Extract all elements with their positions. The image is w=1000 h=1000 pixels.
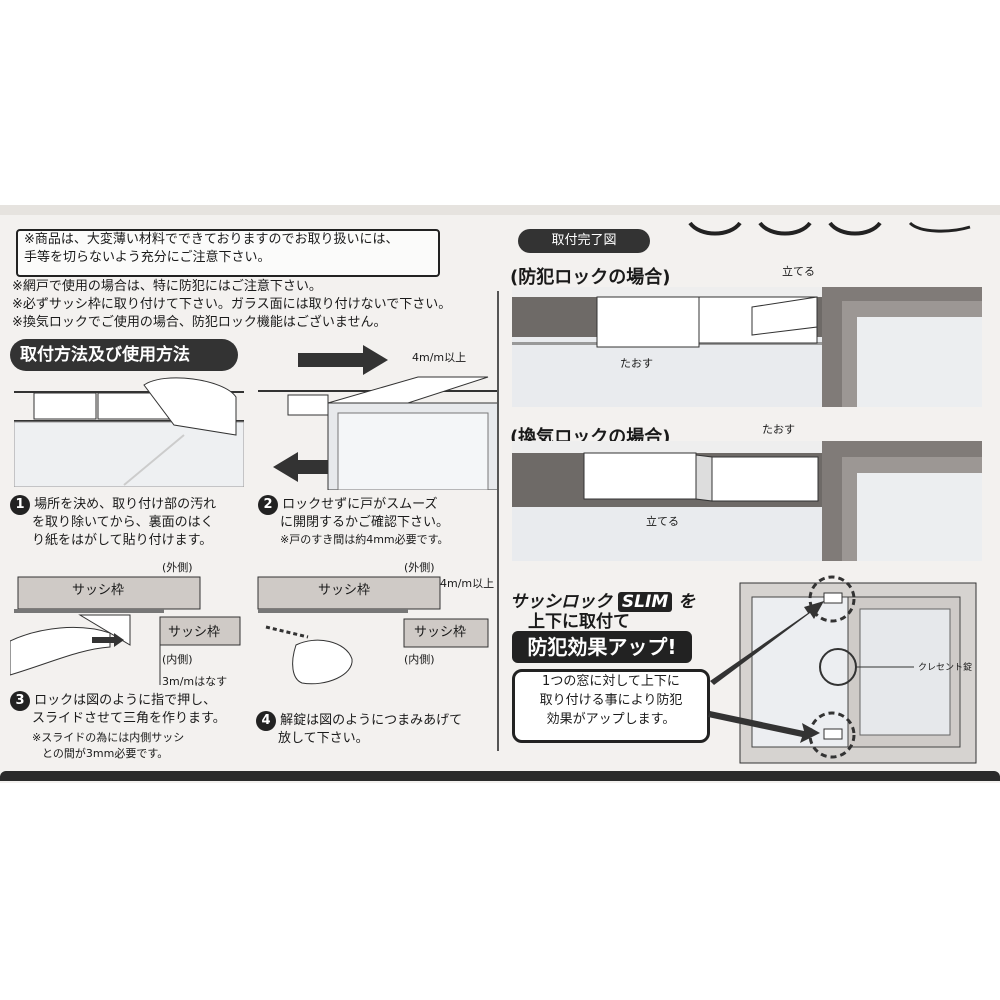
instruction-sheet: ※商品は、大変薄い材料でできておりますのでお取り扱いには、 手等を切らないよう充… bbox=[0, 205, 1000, 783]
column-divider bbox=[497, 291, 499, 751]
step3-note2: との間が3mm必要です。 bbox=[42, 747, 169, 760]
step4-inside: (内側) bbox=[404, 653, 435, 666]
step3-note1: ※スライドの為には内側サッシ bbox=[32, 731, 185, 744]
gap-unit: m/m以上 bbox=[419, 351, 467, 364]
security-lock-illustration bbox=[512, 287, 982, 407]
promo-line1: サッシロック SLIM を bbox=[510, 587, 695, 612]
gap-value: 4 bbox=[412, 351, 419, 364]
top-band bbox=[0, 205, 1000, 215]
note-screen-door: ※網戸で使用の場合は、特に防犯にはご注意下さい。 bbox=[12, 279, 322, 294]
howto-heading: 取付方法及び使用方法 bbox=[10, 339, 238, 371]
step3-line2: スライドさせて三角を作ります。 bbox=[32, 711, 226, 726]
step3-number: 3 bbox=[10, 691, 30, 711]
promo-brand: SLIM bbox=[617, 592, 673, 612]
promo-product: サッシロック bbox=[510, 592, 612, 612]
step1-text1: 場所を決め、取り付け部の汚れ bbox=[34, 497, 217, 512]
security-title: (防犯ロックの場合) bbox=[510, 267, 671, 288]
step2-illustration bbox=[258, 345, 498, 490]
step4-gap: 4m/m以上 bbox=[440, 577, 495, 590]
promo-particle: を bbox=[678, 592, 696, 612]
caution-box: ※商品は、大変薄い材料でできておりますのでお取り扱いには、 手等を切らないよう充… bbox=[16, 229, 440, 277]
step2-line1: 2 ロックせずに戸がスムーズ bbox=[258, 495, 438, 515]
arrow-up-icon bbox=[710, 601, 824, 685]
step4-line1: 4 解錠は図のようにつまみあげて bbox=[256, 711, 462, 731]
step1-number: 1 bbox=[10, 495, 30, 515]
step2-text1: ロックせずに戸がスムーズ bbox=[282, 497, 438, 512]
promo-box-line2: 取り付ける事により防犯 bbox=[539, 693, 683, 708]
step3-text1: ロックは図のように指で押し、 bbox=[34, 693, 217, 708]
note-sash-frame: ※必ずサッシ枠に取り付けて下さい。ガラス面には取り付けないで下さい。 bbox=[12, 297, 452, 312]
promo-box-line1: 1つの窓に対して上下に bbox=[542, 674, 680, 689]
promo-box-line3: 効果がアップします。 bbox=[546, 712, 676, 727]
step2-number: 2 bbox=[258, 495, 278, 515]
bottom-edge bbox=[0, 771, 1000, 781]
promo-badge: 防犯効果アップ! bbox=[512, 631, 692, 663]
complete-pill: 取付完了図 bbox=[518, 229, 650, 253]
arrow-right-icon bbox=[298, 345, 388, 375]
arrow-left-icon bbox=[273, 452, 368, 482]
step3-outside: (外側) bbox=[162, 561, 193, 574]
step3-gap: 3m/mはなす bbox=[162, 675, 228, 688]
caution-line-2: 手等を切らないよう充分にご注意下さい。 bbox=[24, 250, 271, 265]
step4-text1: 解錠は図のようにつまみあげて bbox=[280, 713, 463, 728]
vent-stand-label: 立てる bbox=[646, 515, 679, 528]
top-decorations bbox=[688, 221, 971, 236]
step2-note: ※戸のすき間は約4mm必要です。 bbox=[280, 533, 449, 546]
step4-sash-top: サッシ枠 bbox=[318, 583, 371, 598]
window-diagram bbox=[708, 575, 977, 764]
arrow-down-icon bbox=[708, 711, 820, 743]
security-stand-label: 立てる bbox=[782, 265, 815, 278]
step1-illustration bbox=[14, 377, 244, 487]
promo-box: 1つの窓に対して上下に 取り付ける事により防犯 効果がアップします。 bbox=[512, 669, 710, 743]
step4-sash-inner: サッシ枠 bbox=[414, 625, 467, 640]
step2-gap-label: 4m/m以上 bbox=[412, 351, 466, 365]
vent-lock-illustration bbox=[512, 441, 982, 561]
step3-diagram bbox=[10, 576, 241, 685]
step1-line1: 1 場所を決め、取り付け部の汚れ bbox=[10, 495, 216, 515]
step4-diagram bbox=[257, 576, 489, 685]
step1-line3: り紙をはがして貼り付けます。 bbox=[32, 533, 213, 548]
crescent-label: クレセント錠 bbox=[918, 663, 973, 673]
push-arrow-icon bbox=[92, 633, 124, 647]
step3-sash-inner: サッシ枠 bbox=[168, 625, 221, 640]
caution-line-1: ※商品は、大変薄い材料でできておりますのでお取り扱いには、 bbox=[24, 232, 399, 247]
promo-line2: 上下に取付て bbox=[528, 612, 630, 632]
step1-line2: を取り除いてから、裏面のはく bbox=[32, 515, 214, 530]
note-vent-lock: ※換気ロックでご使用の場合、防犯ロック機能はございません。 bbox=[12, 315, 387, 330]
step4-number: 4 bbox=[256, 711, 276, 731]
security-lay-label: たおす bbox=[620, 357, 653, 370]
step4-outside: (外側) bbox=[404, 561, 435, 574]
step3-inside: (内側) bbox=[162, 653, 193, 666]
step4-line2: 放して下さい。 bbox=[278, 731, 369, 746]
step3-sash-top: サッシ枠 bbox=[72, 583, 125, 598]
vent-lay-label: たおす bbox=[762, 423, 795, 436]
step2-line2: に開閉するかご確認下さい。 bbox=[280, 515, 450, 530]
step3-line1: 3 ロックは図のように指で押し、 bbox=[10, 691, 216, 711]
